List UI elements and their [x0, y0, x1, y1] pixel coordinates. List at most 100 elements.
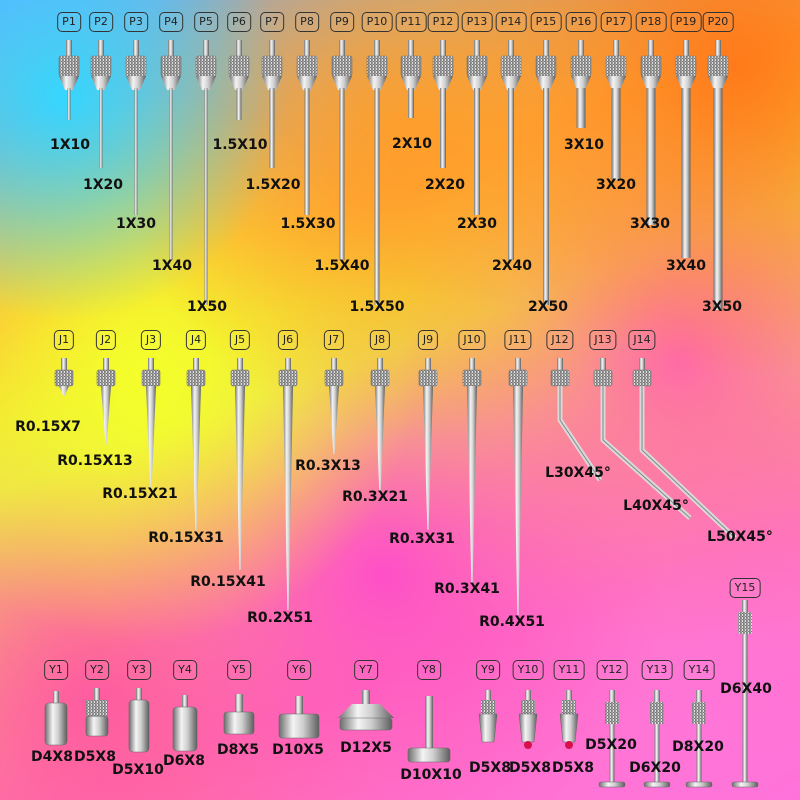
probe-code-j10: J10 — [458, 330, 486, 350]
probe-code-j12: J12 — [546, 330, 574, 350]
probe-size-p20: 3X50 — [701, 299, 743, 315]
probe-code-y1: Y1 — [44, 660, 68, 680]
probe-y14 — [685, 690, 713, 788]
probe-p20 — [707, 40, 729, 310]
probe-code-p5: P5 — [194, 12, 218, 32]
probe-size-y13: D6X20 — [629, 760, 681, 776]
probe-p10 — [366, 40, 388, 305]
probe-code-y6: Y6 — [287, 660, 311, 680]
probe-p15 — [535, 40, 557, 305]
probe-size-j7: R0.3X13 — [295, 458, 361, 474]
probe-code-p10: P10 — [361, 12, 393, 32]
probe-size-j1: R0.15X7 — [15, 419, 81, 435]
probe-code-p16: P16 — [565, 12, 597, 32]
probe-size-y6: D10X5 — [272, 742, 324, 758]
probe-code-j6: J6 — [277, 330, 299, 350]
probe-y1 — [44, 691, 68, 746]
probe-size-j2: R0.15X13 — [57, 453, 133, 469]
probe-p14 — [500, 40, 522, 260]
probe-size-p12: 2X20 — [424, 177, 466, 193]
probe-y7 — [338, 690, 394, 731]
probe-code-p20: P20 — [702, 12, 734, 32]
probe-size-p3: 1X30 — [115, 216, 157, 232]
probe-p4 — [160, 40, 182, 260]
probe-y8 — [407, 696, 451, 763]
probe-y11 — [559, 690, 579, 749]
probe-code-p15: P15 — [530, 12, 562, 32]
probe-size-j11: R0.4X51 — [479, 614, 545, 630]
probe-y15 — [731, 600, 759, 788]
probe-size-y14: D8X20 — [672, 739, 724, 755]
probe-code-y4: Y4 — [173, 660, 197, 680]
probe-code-p12: P12 — [427, 12, 459, 32]
probe-y6 — [278, 696, 320, 739]
probe-size-y5: D8X5 — [217, 742, 259, 758]
probe-size-p16: 3X10 — [563, 137, 605, 153]
probe-j6 — [278, 358, 298, 610]
probe-size-p19: 3X40 — [665, 258, 707, 274]
probe-code-j7: J7 — [323, 330, 345, 350]
probe-code-p13: P13 — [461, 12, 493, 32]
probe-code-y11: Y11 — [553, 660, 585, 680]
probe-size-y10: D5X8 — [509, 760, 551, 776]
probe-p9 — [331, 40, 353, 260]
probe-code-y7: Y7 — [354, 660, 378, 680]
probe-y13 — [643, 690, 671, 788]
probe-code-j3: J3 — [140, 330, 162, 350]
probe-j1 — [54, 358, 74, 396]
probe-code-p2: P2 — [89, 12, 113, 32]
probe-p5 — [195, 40, 217, 305]
probe-j14 — [632, 358, 737, 540]
probe-y2 — [85, 688, 109, 737]
probe-j2 — [96, 358, 116, 445]
probe-p13 — [466, 40, 488, 215]
probe-code-p19: P19 — [670, 12, 702, 32]
probe-code-y9: Y9 — [476, 660, 500, 680]
probe-code-j9: J9 — [417, 330, 439, 350]
probe-code-j14: J14 — [628, 330, 656, 350]
probe-size-j6: R0.2X51 — [247, 610, 313, 626]
probe-size-y15: D6X40 — [720, 681, 772, 697]
probe-code-p4: P4 — [159, 12, 183, 32]
probe-size-p6: 1.5X10 — [212, 137, 268, 153]
probe-code-p3: P3 — [124, 12, 148, 32]
probe-size-j13: L40X45° — [623, 498, 689, 514]
probe-code-y15: Y15 — [729, 578, 761, 598]
probe-code-y14: Y14 — [683, 660, 715, 680]
probe-size-p15: 2X50 — [527, 299, 569, 315]
probe-size-p14: 2X40 — [491, 258, 533, 274]
probe-size-p9: 1.5X40 — [314, 258, 370, 274]
probe-size-j14: L50X45° — [707, 529, 773, 545]
probe-size-y12: D5X20 — [585, 737, 637, 753]
probe-j7 — [324, 358, 344, 454]
probe-code-y12: Y12 — [596, 660, 628, 680]
probe-p17 — [605, 40, 627, 180]
probe-p8 — [296, 40, 318, 215]
probe-y4 — [172, 695, 198, 752]
probe-p7 — [261, 40, 283, 168]
probe-code-y13: Y13 — [641, 660, 673, 680]
probe-code-y5: Y5 — [227, 660, 251, 680]
probe-y3 — [128, 688, 150, 753]
probe-p1 — [58, 40, 80, 120]
probe-j11 — [508, 358, 528, 615]
probe-code-j13: J13 — [589, 330, 617, 350]
probe-size-p1: 1X10 — [49, 137, 91, 153]
probe-size-j3: R0.15X21 — [102, 486, 178, 502]
probe-size-j9: R0.3X31 — [389, 531, 455, 547]
probe-code-p9: P9 — [330, 12, 354, 32]
probe-p2 — [90, 40, 112, 168]
probe-p18 — [640, 40, 662, 225]
probe-size-p7: 1.5X20 — [245, 177, 301, 193]
probe-code-j1: J1 — [53, 330, 75, 350]
probe-code-y2: Y2 — [85, 660, 109, 680]
probe-p19 — [675, 40, 697, 258]
probe-y12 — [598, 690, 626, 788]
probe-size-y11: D5X8 — [552, 760, 594, 776]
probe-size-j5: R0.15X41 — [190, 574, 266, 590]
probe-y5 — [223, 694, 255, 735]
probe-code-p18: P18 — [635, 12, 667, 32]
probe-code-y8: Y8 — [417, 660, 441, 680]
probe-code-j8: J8 — [369, 330, 391, 350]
probe-size-y3: D5X10 — [112, 762, 164, 778]
